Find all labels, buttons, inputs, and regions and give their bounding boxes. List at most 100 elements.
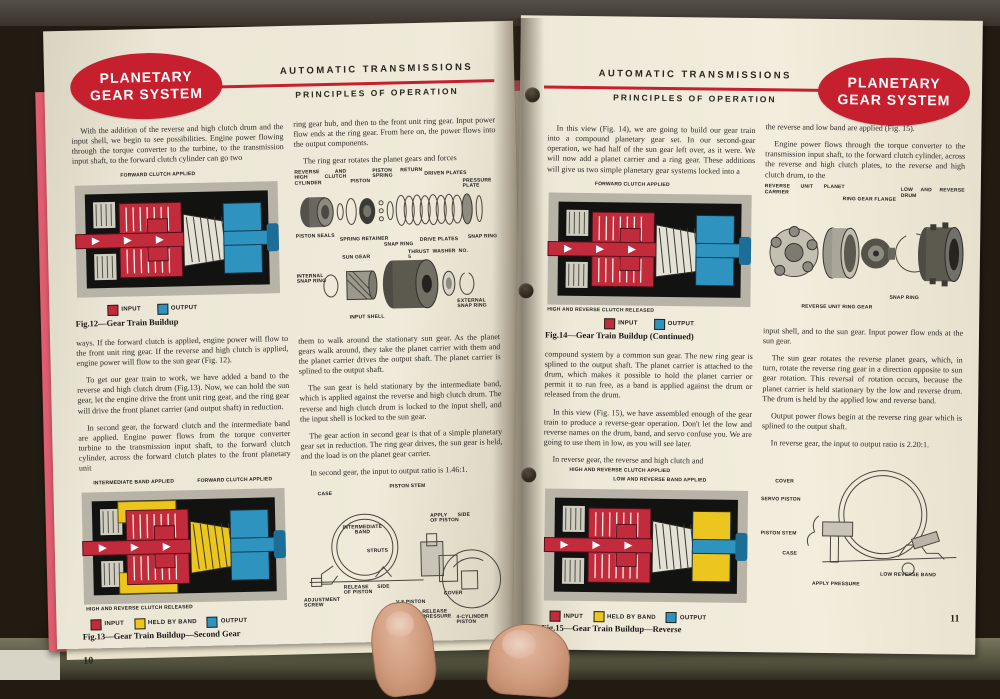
legend-label-output: OUTPUT (668, 321, 695, 327)
exploded-label: LOW AND REVERSE DRUM (901, 188, 965, 200)
servo-label: APPLY SIDE OF PISTON (430, 512, 470, 524)
figure-14: FORWARD CLUTCH APPLIED HIGH AND REVERSE … (545, 181, 755, 346)
servo-label: CASE (318, 491, 333, 497)
exploded-label: DRIVEN PLATES (424, 170, 466, 177)
fig15-label-clutch: HIGH AND REVERSE CLUTCH APPLIED (569, 468, 670, 475)
fig13-label-released: HIGH AND REVERSE CLUTCH RELEASED (86, 605, 193, 613)
paragraph: In second gear, the input to output rati… (301, 464, 503, 479)
left-page-column-2: ring gear hub, and then to the front uni… (293, 115, 507, 632)
paragraph: them to walk around the stationary sun g… (298, 332, 501, 377)
punch-hole (525, 87, 540, 102)
paragraph: In this view (Fig. 15), we have assemble… (544, 407, 752, 450)
paragraph: In second gear, the forward clutch and t… (78, 419, 291, 475)
exploded-view-clutch-parts: REVERSE AND HIGH CLUTCH CYLINDER PISTON … (294, 166, 500, 331)
legend-chip-input (107, 304, 118, 315)
exploded-parts-art (763, 184, 965, 322)
paragraph: In reverse gear, the input to output rat… (762, 438, 962, 451)
fig14-legend: INPUT OUTPUT (604, 318, 694, 330)
paragraph: In this view (Fig. 14), we are going to … (547, 124, 756, 177)
servo-diagram-low-reverse-band: COVER SERVO PISTON PISTON STEM CASE APPL… (760, 456, 962, 608)
servo-label: LOW REVERSE BAND (880, 573, 950, 580)
paragraph: The ring gear rotates the planet gears a… (294, 153, 496, 168)
exploded-label: EXTERNAL SNAP RING (457, 298, 499, 310)
series-title: AUTOMATIC TRANSMISSIONS (575, 68, 815, 82)
servo-label: COVER (775, 480, 794, 486)
exploded-label: SPRING RETAINER (340, 236, 389, 243)
exploded-label: INPUT SHELL (350, 314, 385, 321)
paragraph: To get our gear train to work, we have a… (77, 371, 290, 416)
thumbnail (501, 629, 537, 659)
legend-label-output: OUTPUT (680, 615, 707, 621)
exploded-label: SUN GEAR (342, 255, 370, 261)
series-subtitle: PRINCIPLES OF OPERATION (575, 92, 815, 105)
paragraph: compound system by a common sun gear. Th… (544, 349, 753, 402)
exploded-label: PISTON SEALS (296, 233, 335, 240)
fig12-legend: INPUT OUTPUT (107, 303, 197, 316)
legend-chip-input (549, 611, 560, 622)
exploded-label: PISTON RETURN SPRING (372, 167, 422, 180)
right-title-badge: PLANETARY GEAR SYSTEM (818, 57, 971, 127)
badge-line2: GEAR SYSTEM (837, 91, 950, 110)
left-title-badge: PLANETARY GEAR SYSTEM (70, 51, 223, 120)
servo-label: RELEASE SIDE OF PISTON (344, 584, 390, 597)
legend-label-output: OUTPUT (171, 305, 198, 312)
paragraph: the reverse and low band are applied (Fi… (765, 122, 965, 135)
right-page: AUTOMATIC TRANSMISSIONS PRINCIPLES OF OP… (513, 15, 983, 655)
exploded-label: THRUST WASHER NO. 5 (408, 248, 468, 261)
fig15-caption: Fig.15—Gear Train Buildup—Reverse (541, 623, 681, 635)
punch-hole (521, 467, 536, 482)
fig14-label-released: HIGH AND REVERSE CLUTCH RELEASED (547, 307, 654, 314)
fig13-caption: Fig.13—Gear Train Buildup—Second Gear (83, 628, 241, 642)
fig14-label-clutch: FORWARD CLUTCH APPLIED (595, 182, 670, 189)
paragraph: The sun gear rotates the reverse planet … (762, 353, 963, 406)
servo-label: COVER (444, 591, 463, 597)
servo-label: PISTON STEM (761, 532, 797, 538)
exploded-label: REVERSE UNIT RING GEAR (801, 304, 881, 311)
legend-chip-input (604, 318, 615, 329)
servo-label: INTERMEDIATE BAND (340, 524, 384, 536)
exploded-label: REVERSE UNIT PLANET CARRIER (765, 184, 845, 196)
exploded-view-reverse-unit: REVERSE UNIT PLANET CARRIER RING GEAR FL… (763, 184, 965, 322)
paper-corner (0, 650, 60, 680)
fig13-label-band: INTERMEDIATE BAND APPLIED (93, 479, 174, 487)
legend-label-input: INPUT (121, 306, 141, 312)
legend-label-input: INPUT (104, 621, 124, 627)
legend-chip-band (134, 618, 145, 629)
exploded-label: REVERSE AND HIGH CLUTCH CYLINDER (294, 169, 346, 187)
badge-line2: GEAR SYSTEM (90, 85, 203, 105)
servo-label: PISTON STEM (389, 483, 425, 490)
right-page-number: 11 (759, 612, 959, 625)
series-title: AUTOMATIC TRANSMISSIONS (259, 61, 494, 77)
right-page-column-2: the reverse and low band are applied (Fi… (759, 122, 965, 625)
exploded-label: PISTON (350, 179, 370, 185)
legend-chip-output (654, 319, 665, 330)
legend-label-band: HELD BY BAND (607, 614, 656, 621)
fig12-cross-section-diagram (72, 178, 282, 304)
legend-chip-input (90, 619, 101, 630)
servo-label: STRUTS (367, 548, 388, 554)
fig13-label-clutch: FORWARD CLUTCH APPLIED (197, 477, 272, 484)
left-page-column-1: With the addition of the reverse and hig… (71, 122, 295, 666)
figure-15: HIGH AND REVERSE CLUTCH APPLIED LOW AND … (541, 468, 751, 643)
exploded-label: RING GEAR FLANGE (843, 197, 897, 203)
exploded-label: SNAP RING (468, 234, 498, 240)
exploded-label: INTERNAL SNAP RING (297, 274, 331, 286)
figure-12: FORWARD CLUTCH APPLIED INPUT OUTPUT Fig.… (72, 170, 288, 333)
paragraph: In reverse gear, the reverse and high cl… (543, 455, 751, 468)
legend-label-input: INPUT (618, 321, 638, 327)
servo-label: ADJUSTMENT SCREW (304, 597, 344, 609)
exploded-label: DRIVE PLATES (420, 237, 459, 244)
fig15-cross-section-diagram (542, 486, 750, 610)
badge-line1: PLANETARY (847, 74, 940, 93)
paragraph: With the addition of the reverse and hig… (71, 122, 284, 167)
fingernail (384, 610, 415, 639)
exploded-label: SNAP RING (889, 296, 919, 302)
paragraph: The sun gear is held stationary by the i… (299, 379, 502, 424)
left-page: PLANETARY GEAR SYSTEM AUTOMATIC TRANSMIS… (43, 21, 527, 650)
right-page-column-1: In this view (Fig. 14), we are going to … (541, 124, 755, 649)
paragraph: ring gear hub, and then to the front uni… (293, 115, 496, 150)
servo-label: 4-CYLINDER PISTON (456, 614, 506, 627)
paragraph: ways. If the forward clutch is applied, … (76, 334, 289, 369)
paragraph: The gear action in second gear is that o… (300, 427, 503, 462)
legend-label-band: HELD BY BAND (148, 619, 197, 626)
